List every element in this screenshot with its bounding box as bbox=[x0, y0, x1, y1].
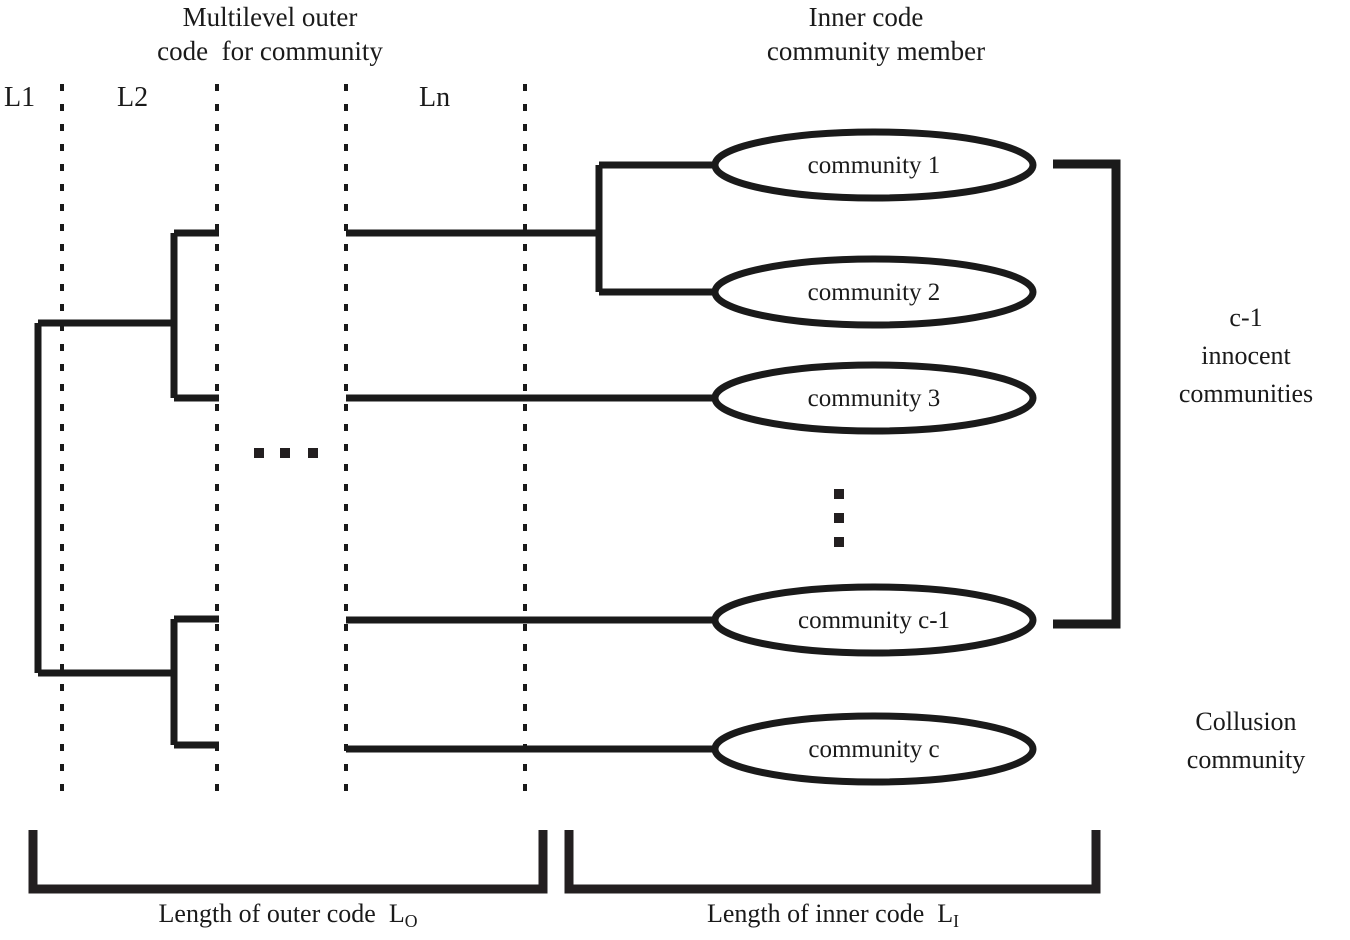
outer-code-length-label-subscript: O bbox=[404, 910, 418, 931]
node-ellipse-community-c[interactable] bbox=[711, 712, 1037, 786]
outer-code-length-label: Length of outer code LO bbox=[159, 899, 418, 932]
inner-code-heading-line1: Inner code bbox=[808, 2, 924, 32]
level-label-ln: Ln bbox=[419, 82, 451, 113]
outer-code-length-bracket bbox=[28, 830, 548, 894]
inner-code-length-label-text: Length of inner code L bbox=[706, 899, 954, 928]
horizontal-ellipsis-dots bbox=[254, 448, 318, 458]
node-ellipse-community-2[interactable] bbox=[711, 255, 1037, 329]
innocent-communities-bracket bbox=[1053, 159, 1121, 629]
level-label-l1: L1 bbox=[4, 82, 36, 113]
node-ellipse-community-3[interactable] bbox=[711, 361, 1037, 435]
node-label-community-c: community c bbox=[808, 736, 940, 763]
innocent-communities-label-line2: innocent bbox=[1201, 341, 1291, 370]
node-ellipse-community-1[interactable] bbox=[711, 128, 1037, 202]
node-ellipse-community-c-1[interactable] bbox=[711, 583, 1037, 657]
collusion-community-label-line2: community bbox=[1186, 745, 1306, 774]
collusion-community-label-line1: Collusion bbox=[1195, 707, 1297, 736]
outer-code-length-label-text: Length of outer code L bbox=[158, 899, 405, 928]
level-label-l2: L2 bbox=[117, 82, 149, 113]
inner-code-heading-line2: community member bbox=[766, 36, 986, 66]
innocent-communities-label-line3: communities bbox=[1178, 379, 1314, 408]
node-label-community-2: community 2 bbox=[807, 279, 941, 306]
inner-code-length-label: Length of inner code LI bbox=[707, 899, 959, 932]
node-label-community-c-1: community c-1 bbox=[797, 607, 951, 634]
inner-code-length-bracket bbox=[564, 830, 1101, 894]
node-label-community-1: community 1 bbox=[807, 152, 941, 179]
vertical-ellipsis-dots bbox=[834, 489, 844, 547]
node-label-community-3: community 3 bbox=[807, 385, 941, 412]
outer-code-heading-line2: code for community bbox=[157, 36, 383, 66]
outer-code-heading-line1: Multilevel outer bbox=[182, 2, 358, 32]
inner-code-length-label-subscript: I bbox=[953, 910, 960, 931]
innocent-communities-label-line1: c-1 bbox=[1229, 303, 1263, 332]
